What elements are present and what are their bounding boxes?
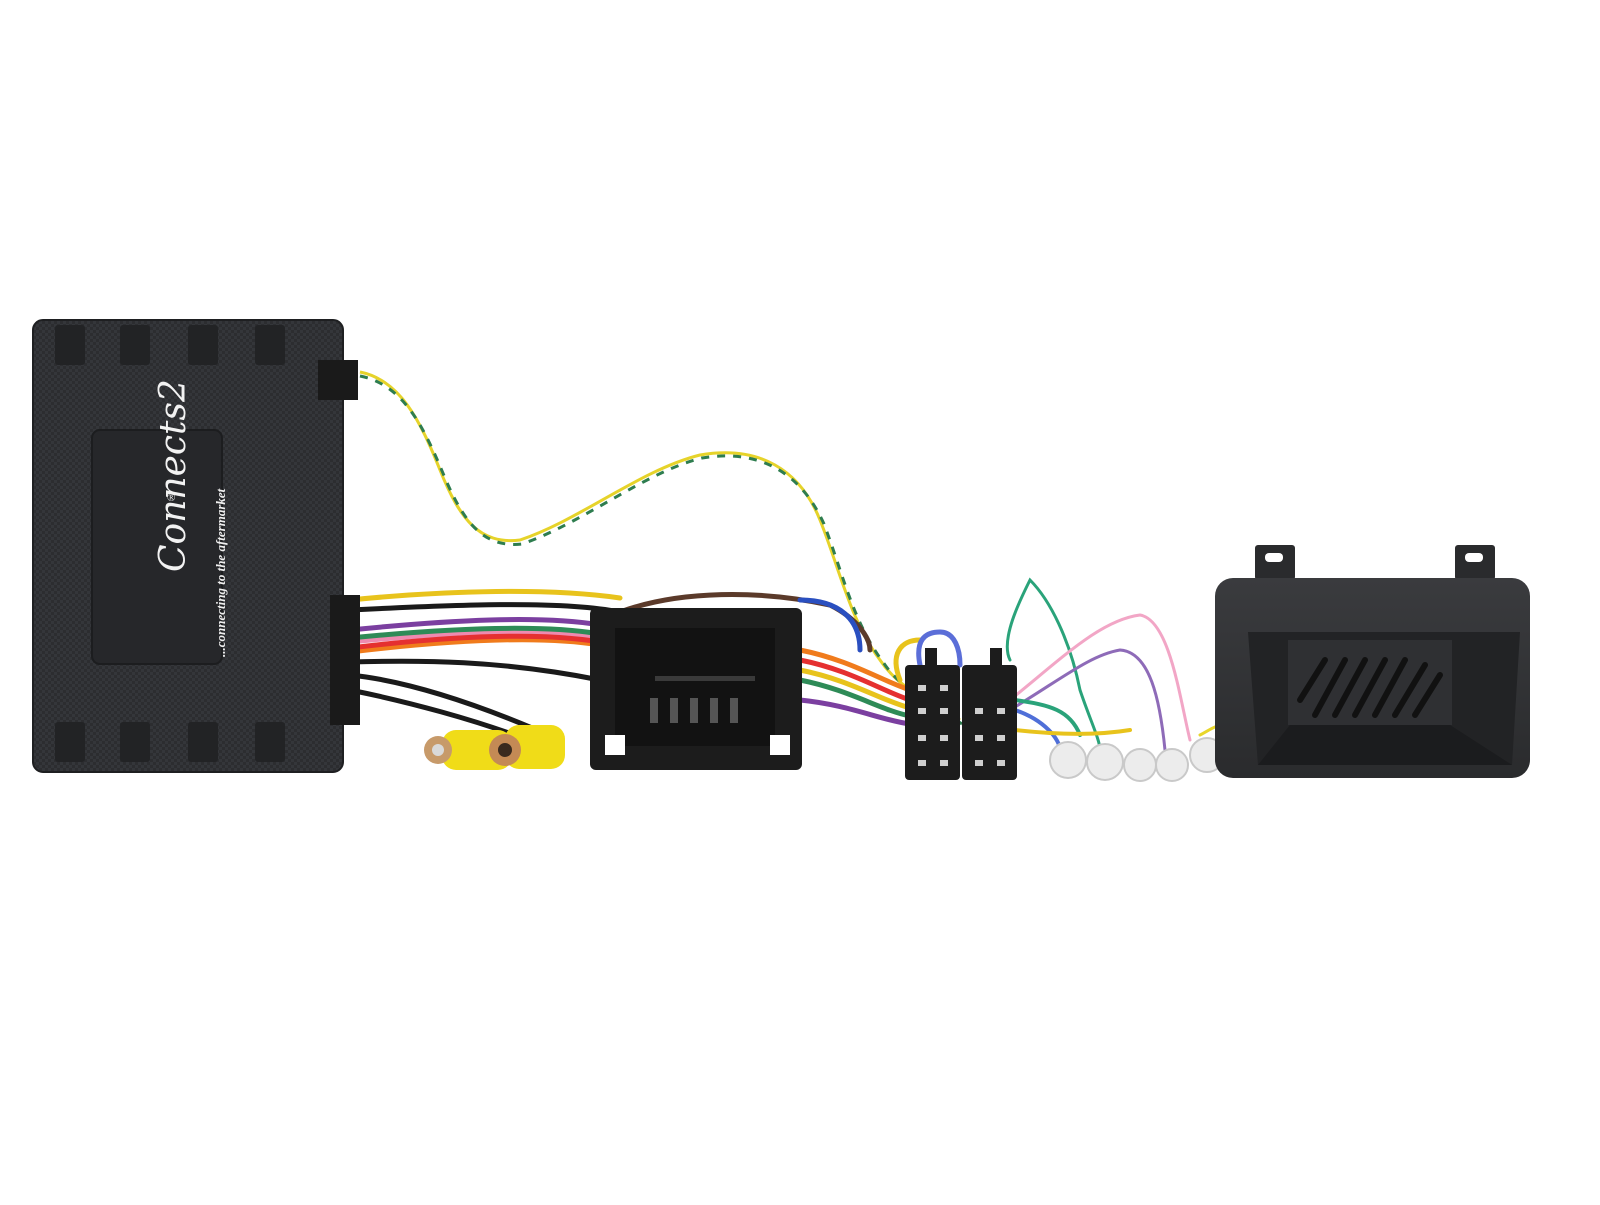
rca-connectors bbox=[424, 725, 565, 770]
brand-name: Connects2 bbox=[153, 379, 194, 572]
interface-module bbox=[32, 319, 360, 773]
iso-connectors bbox=[905, 648, 1017, 780]
wiring-loom bbox=[347, 577, 1227, 752]
interface-logo: Connects2 ® ...connecting to the afterma… bbox=[95, 379, 228, 664]
brand-tagline: ...connecting to the aftermarket bbox=[213, 488, 228, 657]
registered-mark: ® bbox=[167, 492, 176, 504]
chime-speaker-box bbox=[1215, 545, 1530, 778]
bullet-connectors bbox=[1049, 737, 1225, 782]
vehicle-harness-connector bbox=[590, 608, 802, 770]
twisted-pair-wire bbox=[359, 370, 963, 726]
